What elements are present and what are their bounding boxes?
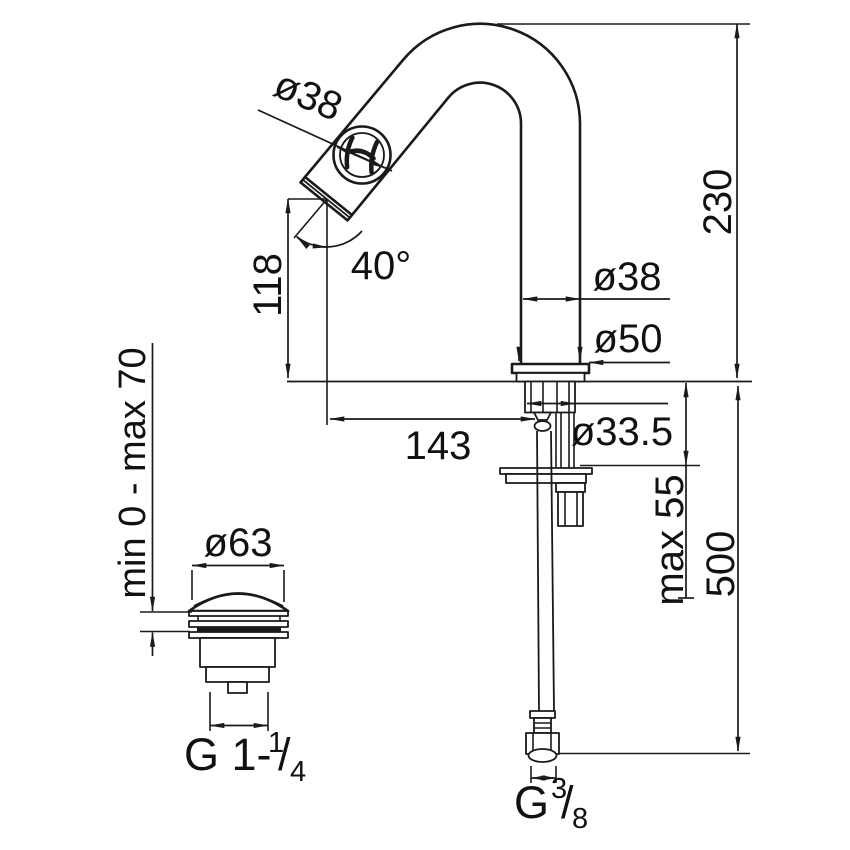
spout-inner-contour: [350, 81, 523, 364]
dim-hose-thread: G 3 / 8: [514, 766, 588, 835]
waste-gasket: [197, 627, 281, 632]
base-ring: [515, 372, 586, 383]
label-waste-thread-numerator: 1: [268, 727, 284, 759]
supply-hose-right: [550, 430, 555, 712]
dim-waste-cap-diameter: ø63: [191, 521, 285, 602]
dim-shank-diameter: ø33.5: [526, 400, 673, 454]
hose-collar: [529, 710, 556, 719]
label-spout-angle: 40°: [351, 244, 412, 288]
label-waste-adjust-range: min 0 - max 70: [112, 347, 154, 598]
label-shank-diameter: ø33.5: [571, 410, 673, 454]
label-waste-thread-denominator: 4: [290, 756, 306, 788]
dim-spout-angle: 40°: [293, 198, 412, 288]
label-body-diameter: ø38: [593, 255, 662, 299]
label-hose-thread-denominator: 8: [572, 803, 588, 835]
label-waste-thread-slash: /: [278, 729, 291, 780]
dim-base-diameter: ø50: [516, 317, 670, 366]
label-spout-reach: 143: [405, 424, 472, 468]
label-base-diameter: ø50: [594, 317, 663, 361]
dim-hose-length: 500: [559, 385, 750, 755]
clamp-washer: [505, 473, 587, 484]
faucet-body: [287, 22, 752, 383]
waste-upper-flange: [188, 620, 289, 628]
hose-coupling-collar: [533, 420, 552, 432]
waste-cap-dome-inner: [193, 593, 284, 607]
label-hose-thread-numerator: 3: [551, 773, 567, 805]
hose-crimp: [533, 717, 552, 734]
waste-thread-body: [205, 666, 270, 683]
fixing-stud: [555, 412, 575, 468]
hose-coupling: [533, 411, 552, 421]
label-max-deck-thickness: max 55: [648, 474, 692, 605]
label-waste-cap-diameter: ø63: [204, 521, 273, 565]
dim-max-deck-thickness: max 55: [580, 382, 700, 606]
fixing-nut: [557, 491, 584, 527]
dim-overall-height: 230: [497, 23, 750, 379]
label-overall-height: 230: [696, 169, 740, 236]
fixing-nut-collar: [555, 482, 586, 493]
hose-nut-opening: [527, 748, 558, 763]
label-hose-thread-prefix: G: [514, 777, 549, 828]
dim-outlet-height: 118: [246, 198, 327, 379]
waste-cap-rim: [188, 610, 289, 617]
label-hose-thread-slash: /: [561, 777, 574, 828]
waste-plug-tab: [227, 681, 248, 694]
dim-waste-adjust-range: min 0 - max 70: [112, 343, 192, 656]
waste-body: [199, 637, 276, 668]
spout-knob: [332, 125, 392, 185]
knob-outer-ring: [332, 125, 392, 185]
shank-block: [524, 380, 576, 414]
base-flange: [510, 362, 591, 375]
label-waste-thread-prefix: G 1-: [184, 729, 272, 780]
dim-body-diameter: ø38: [522, 255, 670, 302]
dim-spout-reach: 143: [326, 199, 536, 468]
waste-drain-detail: [187, 592, 290, 694]
supply-hose-left: [536, 430, 540, 712]
label-outlet-height: 118: [246, 253, 290, 317]
spout-outer-contour: [304, 22, 582, 364]
under-counter-assembly: [499, 380, 593, 763]
label-hose-length: 500: [699, 531, 743, 598]
dim-waste-thread: G 1- 1 / 4: [184, 692, 306, 788]
